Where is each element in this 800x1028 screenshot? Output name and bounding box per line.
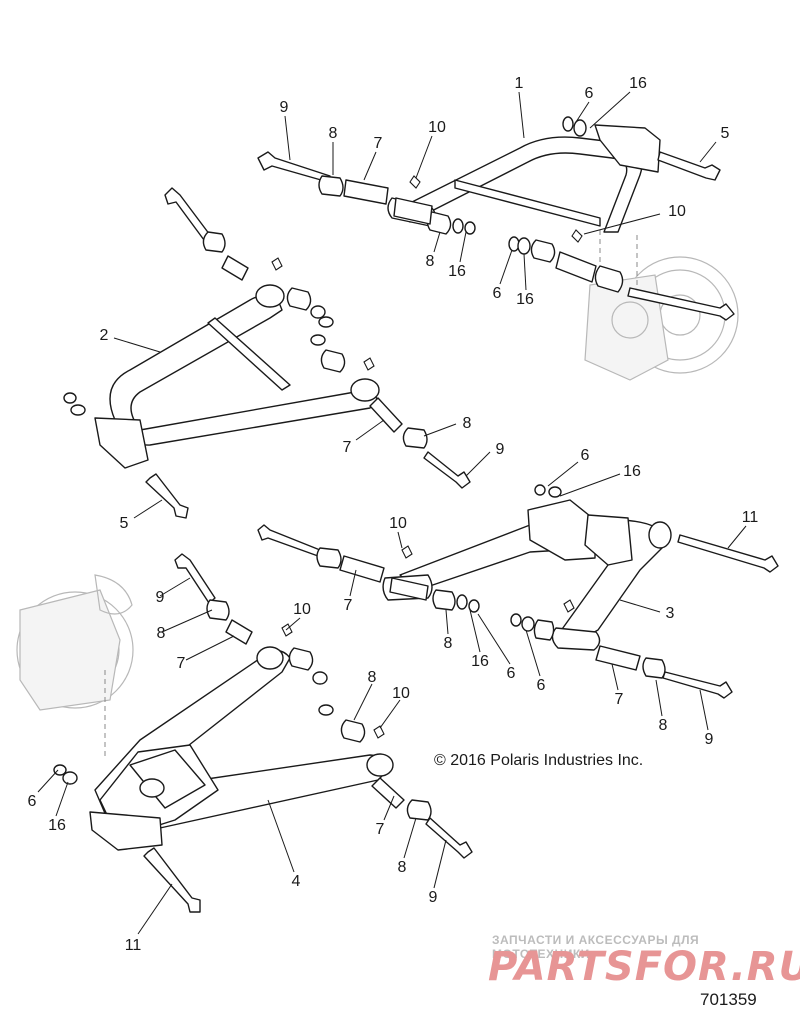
callout-7: 7: [374, 135, 383, 152]
callout-11: 11: [125, 937, 142, 954]
callout-6: 6: [581, 447, 590, 464]
callout-7: 7: [344, 597, 353, 614]
callout-7: 7: [615, 691, 624, 708]
callout-6: 6: [507, 665, 516, 682]
callout-7: 7: [376, 821, 385, 838]
callout-16: 16: [448, 263, 466, 280]
callout-2-a-arm: 2: [100, 327, 109, 344]
callout-labels: 1 6 16 9 8 7 10 5 10 8 16 6 16 2 8 7 9 5…: [28, 75, 759, 954]
callout-8: 8: [368, 669, 377, 686]
callout-5: 5: [120, 515, 129, 532]
callout-16: 16: [471, 653, 489, 670]
callout-6: 6: [493, 285, 502, 302]
callout-8: 8: [444, 635, 453, 652]
callout-7: 7: [343, 439, 352, 456]
drawing-number: 701359: [700, 990, 757, 1009]
watermark-brand: PARTSFOR.RU: [488, 944, 800, 990]
callout-10: 10: [293, 601, 311, 618]
callout-16: 16: [48, 817, 66, 834]
callout-6: 6: [585, 85, 594, 102]
callout-6: 6: [537, 677, 546, 694]
ghost-hub-right: [584, 230, 739, 381]
callout-3-a-arm: 3: [666, 605, 675, 622]
callout-8: 8: [426, 253, 435, 270]
callout-7: 7: [177, 655, 186, 672]
callout-16: 16: [516, 291, 534, 308]
callout-10: 10: [428, 119, 446, 136]
callout-8: 8: [463, 415, 472, 432]
callout-9: 9: [156, 589, 165, 606]
washers-nuts: [53, 116, 587, 785]
callout-8: 8: [157, 625, 166, 642]
bushings-sleeves: [202, 175, 666, 821]
callout-10: 10: [389, 515, 407, 532]
callout-5: 5: [721, 125, 730, 142]
callout-8: 8: [329, 125, 338, 142]
leader-lines: [37, 91, 747, 935]
ghost-hub-left: [16, 574, 134, 760]
copyright-notice: © 2016 Polaris Industries Inc.: [434, 752, 644, 769]
callout-8: 8: [398, 859, 407, 876]
callout-9: 9: [705, 731, 714, 748]
callout-10: 10: [668, 203, 686, 220]
watermark-tagline: ЗАПЧАСТИ И АКСЕССУАРЫ ДЛЯ МОТОТЕХНИКИ: [492, 933, 700, 961]
callout-9: 9: [429, 889, 438, 906]
bolts: [143, 151, 779, 913]
a-arm-3: [382, 499, 672, 651]
callout-16: 16: [629, 75, 647, 92]
a-arm-2: [94, 284, 380, 469]
callout-8: 8: [659, 717, 668, 734]
callout-11: 11: [742, 509, 759, 526]
callout-6: 6: [28, 793, 37, 810]
callout-10: 10: [392, 685, 410, 702]
callout-9: 9: [496, 441, 505, 458]
callout-1-a-arm: 1: [515, 75, 524, 92]
callout-4-a-arm: 4: [292, 873, 301, 890]
a-arm-4: [89, 646, 394, 851]
callout-16: 16: [623, 463, 641, 480]
callout-9: 9: [280, 99, 289, 116]
